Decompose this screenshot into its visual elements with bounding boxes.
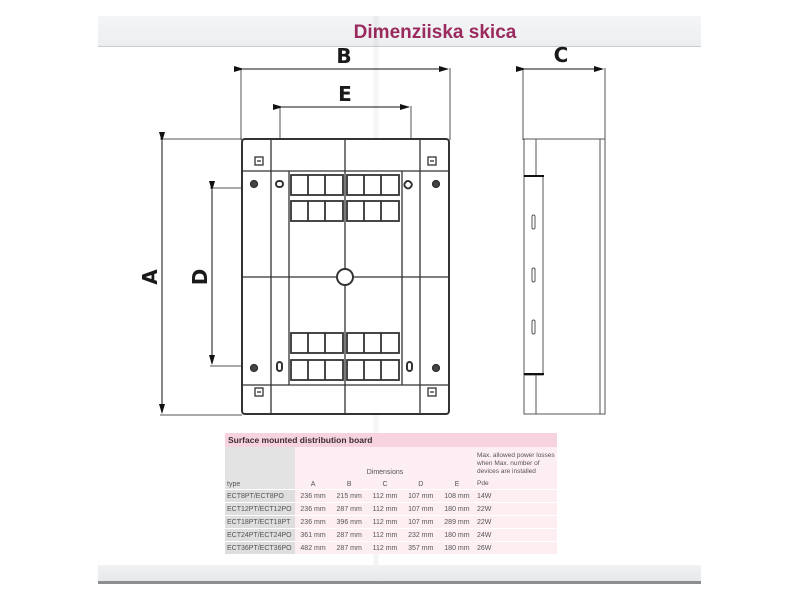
col-header-dimensions: Dimensions — [295, 447, 475, 477]
cell-d: 357 mm — [402, 541, 439, 554]
col-header-b: B — [331, 477, 368, 490]
front-view — [241, 138, 450, 415]
cell-c: 112 mm — [367, 515, 403, 529]
cell-b: 396 mm — [331, 515, 368, 529]
cell-type: ECT12PT/ECT12PO — [225, 502, 295, 516]
cell-d: 232 mm — [402, 528, 439, 542]
table-row: ECT18PT/ECT18PT 236 mm 396 mm 112 mm 107… — [225, 515, 557, 529]
footer-band — [98, 565, 701, 584]
cell-e: 180 mm — [438, 502, 475, 516]
cell-e: 180 mm — [438, 541, 475, 554]
col-header-power: Max. allowed power losses when Max. numb… — [475, 447, 557, 477]
cell-a: 361 mm — [295, 528, 332, 542]
table-caption: Surface mounted distribution board — [225, 433, 557, 447]
label-d: D — [188, 269, 212, 286]
label-b: B — [336, 44, 351, 68]
label-a: A — [138, 269, 162, 285]
cell-e: 180 mm — [438, 528, 475, 542]
cell-b: 287 mm — [331, 528, 368, 542]
cell-e: 108 mm — [438, 489, 475, 503]
cell-pde: 14W — [475, 489, 557, 503]
cell-b: 287 mm — [331, 502, 368, 516]
table-row: ECT24PT/ECT24PO 361 mm 287 mm 112 mm 232… — [225, 528, 557, 542]
cell-pde: 24W — [475, 528, 557, 542]
spec-table: Surface mounted distribution board type … — [225, 433, 557, 554]
cell-type: ECT18PT/ECT18PT — [225, 515, 295, 529]
cell-type: ECT24PT/ECT24PO — [225, 528, 295, 542]
cell-e: 289 mm — [438, 515, 475, 529]
cell-pde: 26W — [475, 541, 557, 554]
table-row: ECT8PT/ECT8PO 236 mm 215 mm 112 mm 107 m… — [225, 489, 557, 503]
cell-a: 236 mm — [295, 489, 332, 503]
table-row: ECT12PT/ECT12PO 236 mm 287 mm 112 mm 107… — [225, 502, 557, 516]
header-band — [98, 16, 701, 47]
cell-pde: 22W — [475, 515, 557, 529]
cell-c: 112 mm — [367, 528, 403, 542]
col-header-pde: Pde — [475, 477, 557, 490]
cell-d: 107 mm — [402, 515, 439, 529]
cell-type: ECT8PT/ECT8PO — [225, 489, 295, 503]
cell-c: 112 mm — [367, 502, 403, 516]
cell-d: 107 mm — [402, 502, 439, 516]
page-title: Dimenziiska skica — [353, 22, 517, 43]
cell-d: 107 mm — [402, 489, 439, 503]
side-view — [523, 138, 606, 415]
cell-a: 236 mm — [295, 502, 332, 516]
cell-pde: 22W — [475, 502, 557, 516]
cell-a: 482 mm — [295, 541, 332, 554]
cell-type: ECT36PT/ECT36PO — [225, 541, 295, 554]
label-c: C — [554, 43, 569, 67]
col-header-type: type — [225, 447, 295, 490]
col-header-d: D — [402, 477, 439, 490]
cell-b: 215 mm — [331, 489, 368, 503]
cell-b: 287 mm — [331, 541, 368, 554]
table-row: ECT36PT/ECT36PO 482 mm 287 mm 112 mm 357… — [225, 541, 557, 554]
label-e: E — [338, 82, 352, 106]
cell-c: 112 mm — [367, 489, 403, 503]
cell-c: 112 mm — [367, 541, 403, 554]
col-header-a: A — [295, 477, 332, 490]
cell-a: 236 mm — [295, 515, 332, 529]
col-header-e: E — [438, 477, 475, 490]
col-header-c: C — [367, 477, 403, 490]
